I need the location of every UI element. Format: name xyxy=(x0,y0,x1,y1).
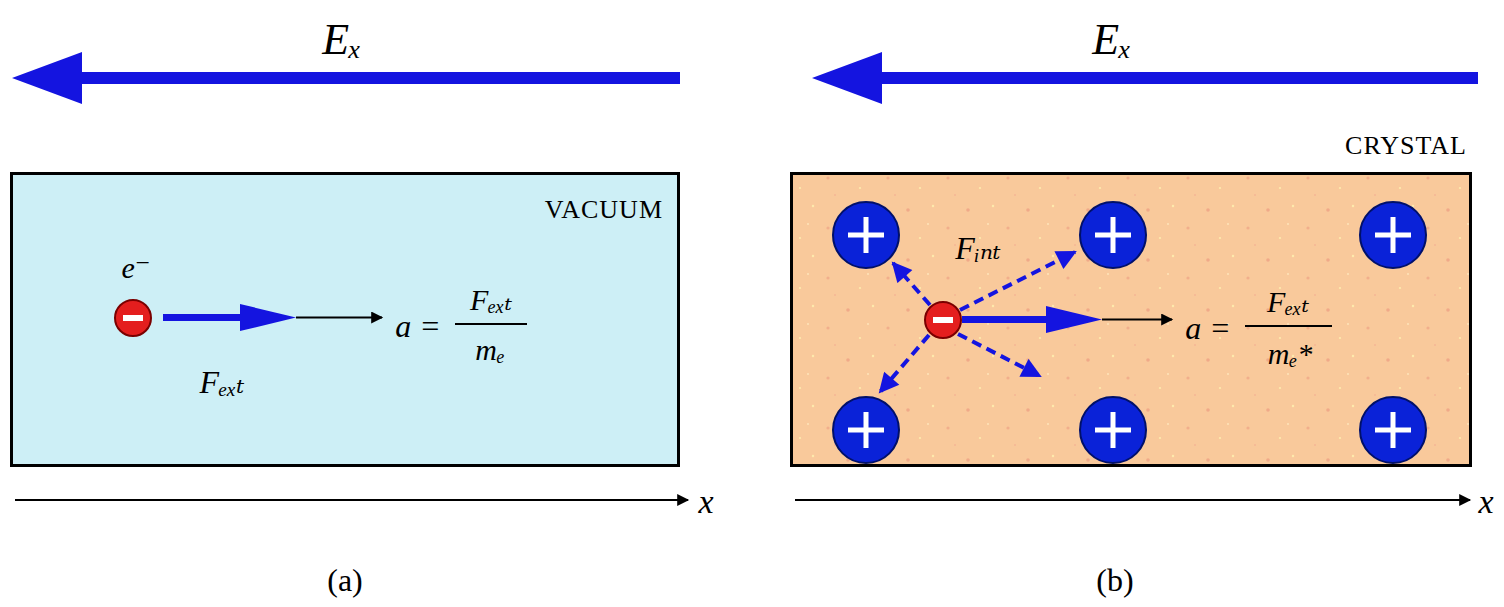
acceleration-arrow xyxy=(296,317,382,319)
crystal-box: CRYSTAL xyxy=(790,172,1472,467)
force-arrow xyxy=(962,306,1102,333)
vacuum-region xyxy=(10,172,680,467)
fraction-bar xyxy=(1245,325,1332,327)
electron xyxy=(925,302,961,338)
equation-text: Fₑₓₜ xyxy=(1267,287,1309,317)
acceleration-arrow xyxy=(1102,319,1172,321)
equation-text: a = xyxy=(395,310,441,342)
ion xyxy=(1360,397,1426,463)
force-label: Fₑₓₜ xyxy=(200,366,245,398)
field-label: Eₓ xyxy=(322,18,361,62)
x-axis xyxy=(15,499,688,501)
equation-text: mₑ xyxy=(475,335,505,365)
ion xyxy=(833,202,899,268)
vacuum-box: VACUUM xyxy=(10,172,680,467)
ion xyxy=(1080,397,1146,463)
equation-text: a = xyxy=(1185,312,1231,344)
field-label: Eₓ xyxy=(1092,18,1131,62)
electron xyxy=(115,300,151,336)
internal-force-arrow xyxy=(880,252,1075,392)
ion xyxy=(1360,202,1426,268)
fraction-bar xyxy=(455,323,527,325)
ion xyxy=(1080,202,1146,268)
axis-label: x xyxy=(1478,485,1493,519)
crystal-region xyxy=(790,172,1472,467)
region-label: VACUUM xyxy=(545,195,663,225)
x-axis xyxy=(795,499,1470,501)
axis-label: x xyxy=(698,485,713,519)
region-label: CRYSTAL xyxy=(1345,131,1467,161)
particle-label: e⁻ xyxy=(121,253,150,283)
equation-text: Fₑₓₜ xyxy=(470,285,512,315)
crystal-texture xyxy=(790,172,1472,467)
force-label: Fᵢₙₜ xyxy=(955,232,1000,264)
field-arrow xyxy=(812,52,1478,104)
panel-label: (b) xyxy=(1096,564,1133,596)
panel-label: (a) xyxy=(327,564,363,596)
equation-text: mₑ* xyxy=(1268,339,1313,369)
ion xyxy=(833,397,899,463)
force-arrow xyxy=(163,304,296,331)
